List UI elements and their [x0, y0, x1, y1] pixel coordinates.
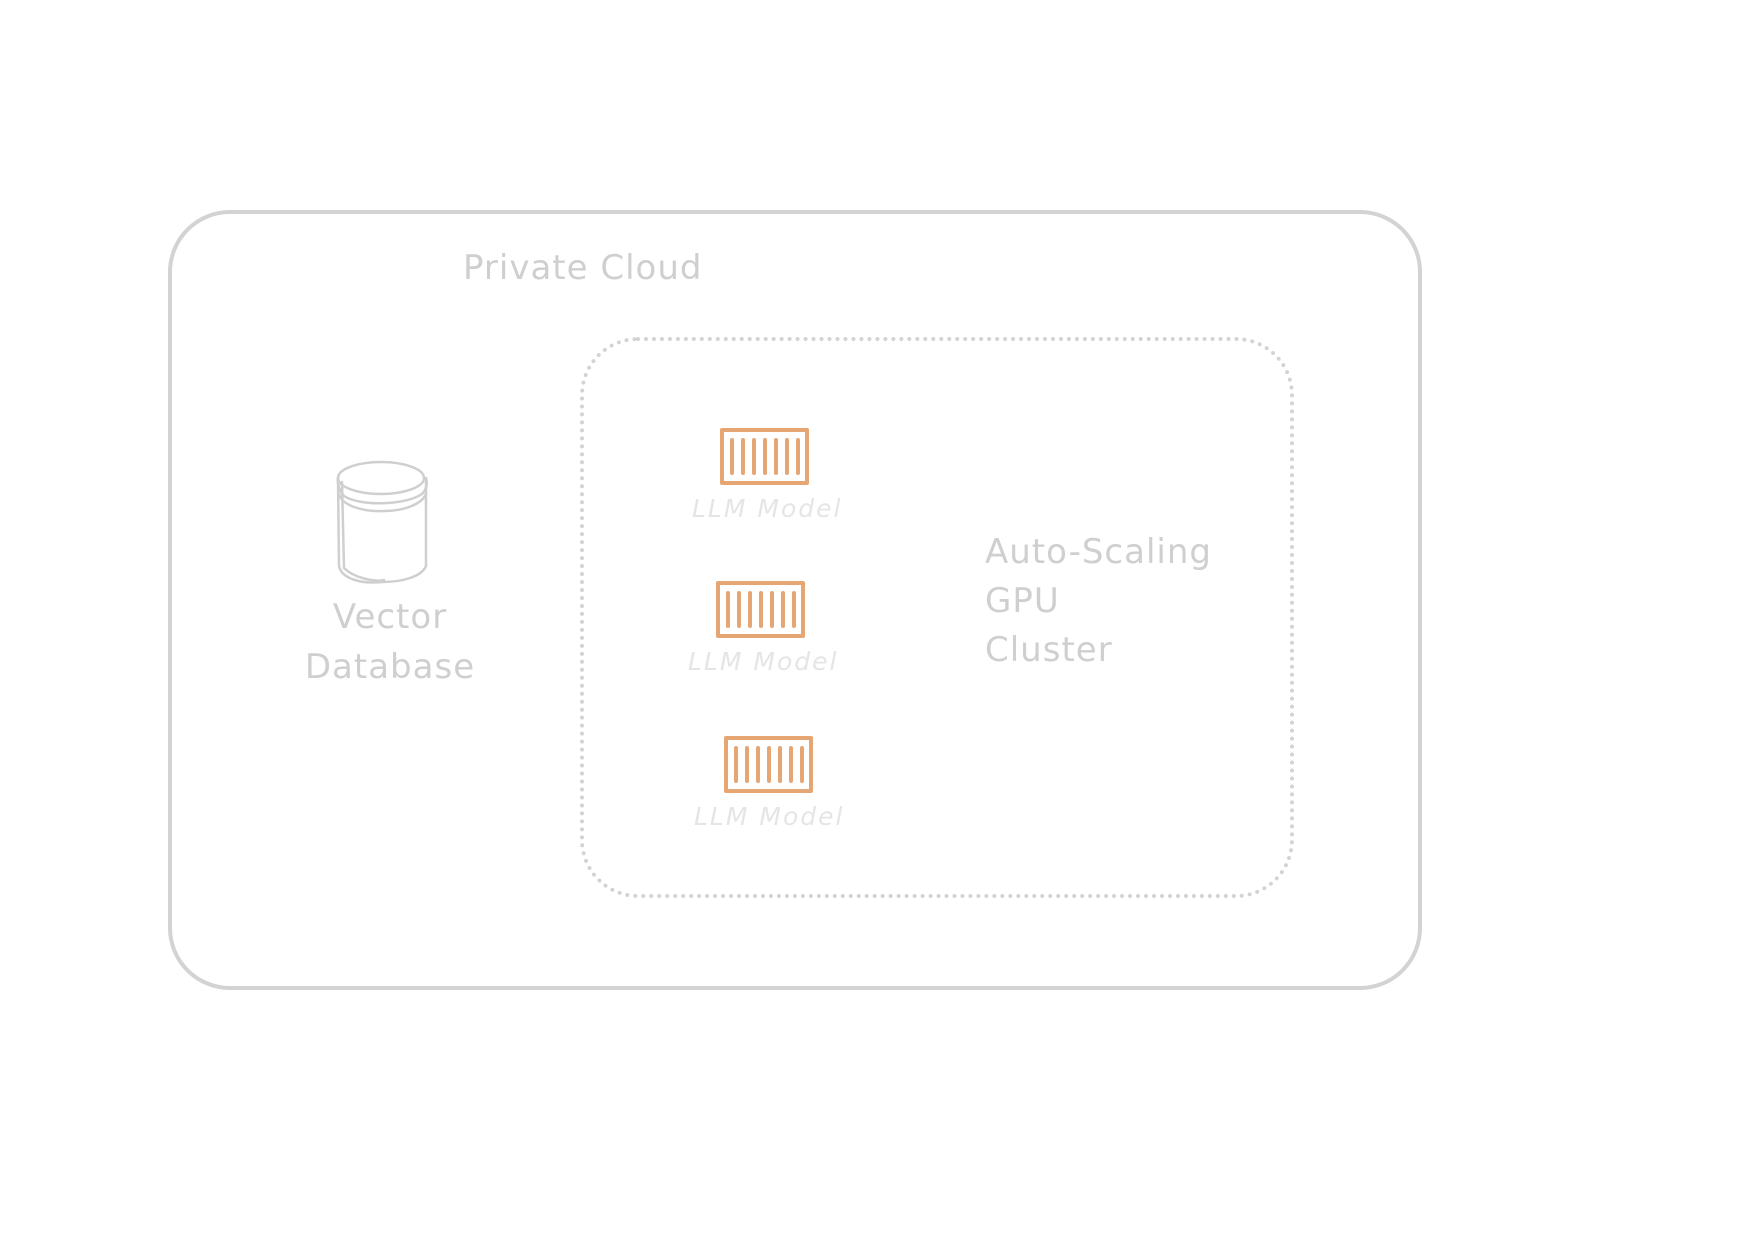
- cluster-label-line: Auto-Scaling: [985, 532, 1212, 572]
- cluster-label-line: GPU: [985, 581, 1060, 621]
- private-cloud-label: Private Cloud: [463, 248, 703, 288]
- database-label-line: Vector: [332, 597, 448, 637]
- vector-database-label: Vector Database: [285, 592, 495, 692]
- private-cloud-container: [168, 210, 1422, 990]
- gpu-chip-icon: [720, 428, 809, 485]
- llm-model-label: LLM Model: [694, 802, 845, 831]
- auto-scaling-gpu-cluster-label: Auto-Scaling GPU Cluster: [985, 528, 1212, 675]
- gpu-cluster-container: [580, 337, 1294, 898]
- llm-model-label: LLM Model: [692, 494, 843, 523]
- gpu-chip-icon: [716, 581, 805, 638]
- gpu-chip-icon: [724, 736, 813, 793]
- database-cylinder-icon: [336, 460, 429, 584]
- cluster-label-line: Cluster: [985, 630, 1113, 670]
- llm-model-label: LLM Model: [688, 647, 839, 676]
- database-label-line: Database: [304, 647, 476, 687]
